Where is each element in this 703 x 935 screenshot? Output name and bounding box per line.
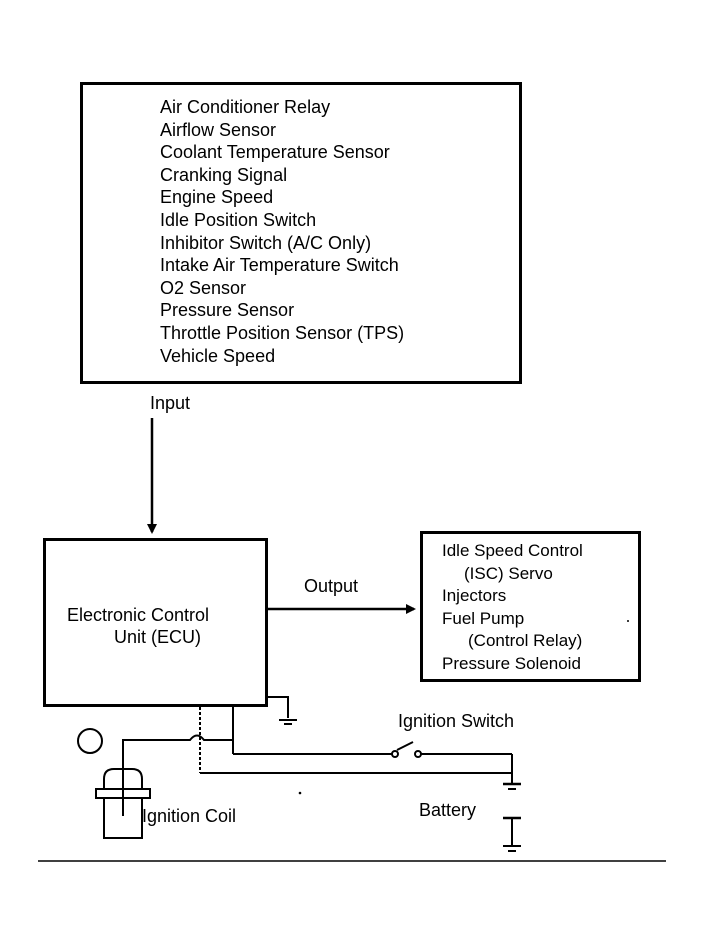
output-label: Output [304,576,359,596]
input-item: Inhibitor Switch (A/C Only) [160,232,372,253]
input-item: Throttle Position Sensor (TPS) [160,322,405,343]
ecu-ground-symbol [268,696,297,725]
output-item: Fuel Pump [442,608,525,628]
ecu-label-line2: Unit (ECU) [114,627,202,647]
input-item: O2 Sensor [160,277,247,298]
output-devices-list: Idle Speed Control (ISC) Servo Injectors… [442,540,583,675]
input-item: Coolant Temperature Sensor [160,142,390,163]
input-item: Air Conditioner Relay [160,97,331,117]
ignition-coil-symbol [95,768,151,839]
input-sensors-list: Air Conditioner Relay Airflow Sensor Coo… [160,96,404,367]
output-item: Idle Speed Control [442,541,583,560]
ecu-label-line1: Electronic Control [67,605,210,625]
output-devices-box [420,531,641,682]
battery-label: Battery [419,800,477,820]
input-item: Idle Position Switch [160,209,317,230]
ignition-switch-symbol [233,741,513,773]
output-item: Pressure Solenoid [442,653,581,673]
input-item: Engine Speed [160,187,274,208]
input-item: Cranking Signal [160,164,288,185]
battery-symbol [503,773,521,852]
input-label: Input [150,393,191,413]
coil-wire [122,734,233,816]
ecu-box [43,538,268,707]
output-item: Injectors [442,586,507,605]
input-item: Airflow Sensor [160,119,277,140]
output-item: (ISC) Servo [464,563,553,583]
ignition-switch-label: Ignition Switch [398,711,515,731]
input-item: Vehicle Speed [160,345,276,366]
output-item: (Control Relay) [468,631,583,650]
ignition-coil-label: Ignition Coil [142,806,237,826]
input-sensors-box [80,82,522,384]
input-item: Intake Air Temperature Switch [160,255,399,276]
circle-marker [77,728,103,754]
input-item: Pressure Sensor [160,300,295,321]
